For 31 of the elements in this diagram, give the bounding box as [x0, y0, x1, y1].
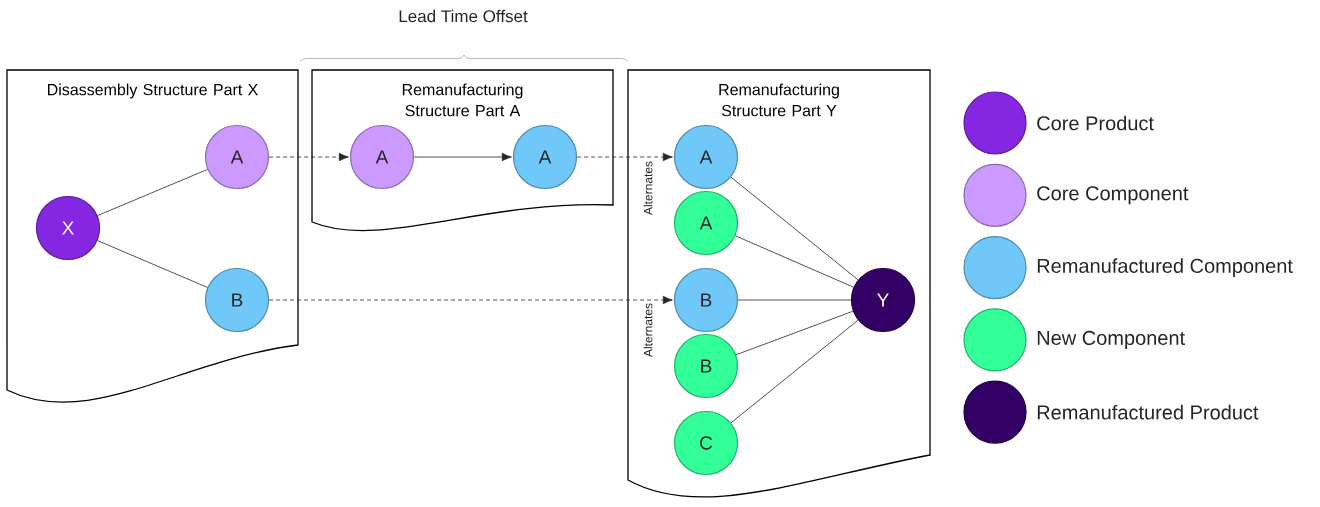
- circle-node: A: [204, 124, 270, 190]
- connector-line: [97, 169, 208, 216]
- legend-label: New Component: [1037, 330, 1185, 349]
- connector-line: [730, 176, 859, 281]
- connector-line: [97, 240, 208, 288]
- connector-line: [735, 235, 854, 288]
- circle-node: C: [673, 410, 739, 476]
- dashed-arrow: [268, 152, 349, 162]
- dashed-arrow: [576, 152, 673, 162]
- circle-node: X: [35, 195, 101, 261]
- connector-line: [735, 310, 854, 356]
- circle-node: B: [673, 267, 739, 333]
- legend-label: Core Product: [1037, 115, 1154, 131]
- node-label: Remanufacturing Structure Part Y: [719, 83, 839, 117]
- legend-label: Core Component: [1037, 186, 1189, 205]
- bracket-label: Alternates: [643, 303, 653, 357]
- circle-node: B: [673, 333, 739, 399]
- connector-line: [737, 299, 852, 301]
- dashed-arrow: [268, 295, 673, 305]
- circle-node: A: [673, 190, 739, 256]
- circle-node: A: [349, 124, 415, 190]
- connector-line: [730, 319, 859, 424]
- circle-node: B: [204, 267, 270, 333]
- bracket-label: Alternates: [643, 161, 653, 215]
- legend-label: Remanufactured Component: [1037, 258, 1293, 277]
- circle-node: Y: [850, 267, 916, 333]
- arrow: [413, 152, 512, 162]
- bracket-label: Lead Time Offset: [399, 9, 528, 23]
- circle-node: A: [512, 124, 578, 190]
- circle-node: A: [673, 124, 739, 190]
- legend-label: Remanufactured Product: [1037, 404, 1259, 420]
